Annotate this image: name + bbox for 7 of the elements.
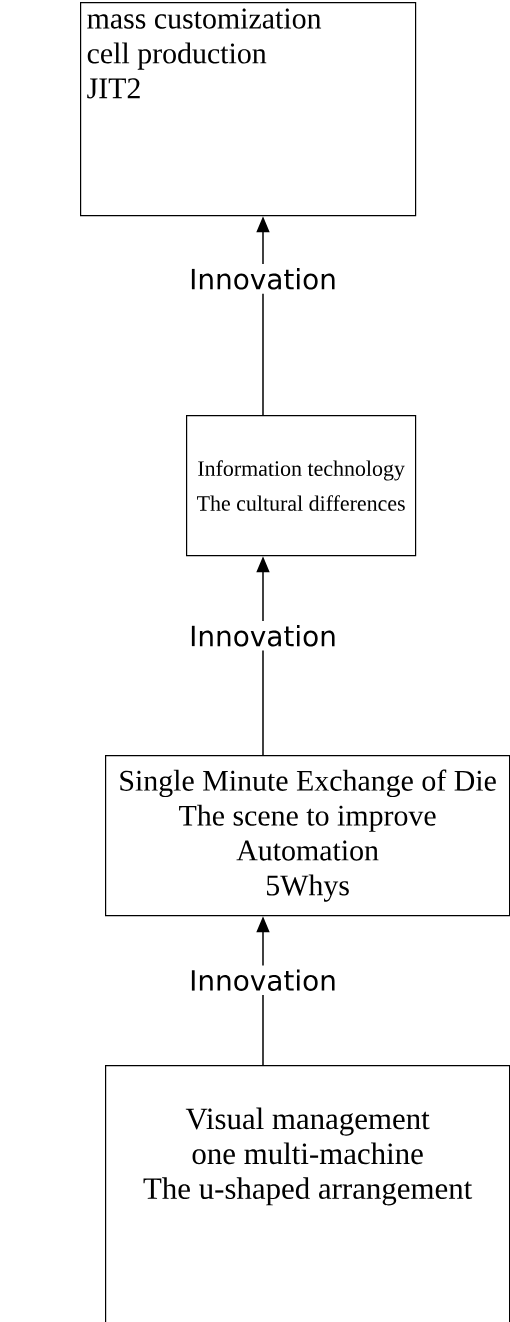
- text-box: Single Minute Exchange of Die The scene to improve Automation 5Whys: [105, 755, 510, 917]
- edge-label: Innovation: [185, 620, 341, 651]
- text-box: Information technology The cultural differences: [186, 415, 417, 557]
- text-box: Visual management one multi-machine The u-shaped arrangement: [105, 1065, 510, 1322]
- edge-label: Innovation: [185, 264, 341, 294]
- text-box: mass customization cell production JIT2: [80, 2, 417, 217]
- edge-label: Innovation: [185, 965, 341, 995]
